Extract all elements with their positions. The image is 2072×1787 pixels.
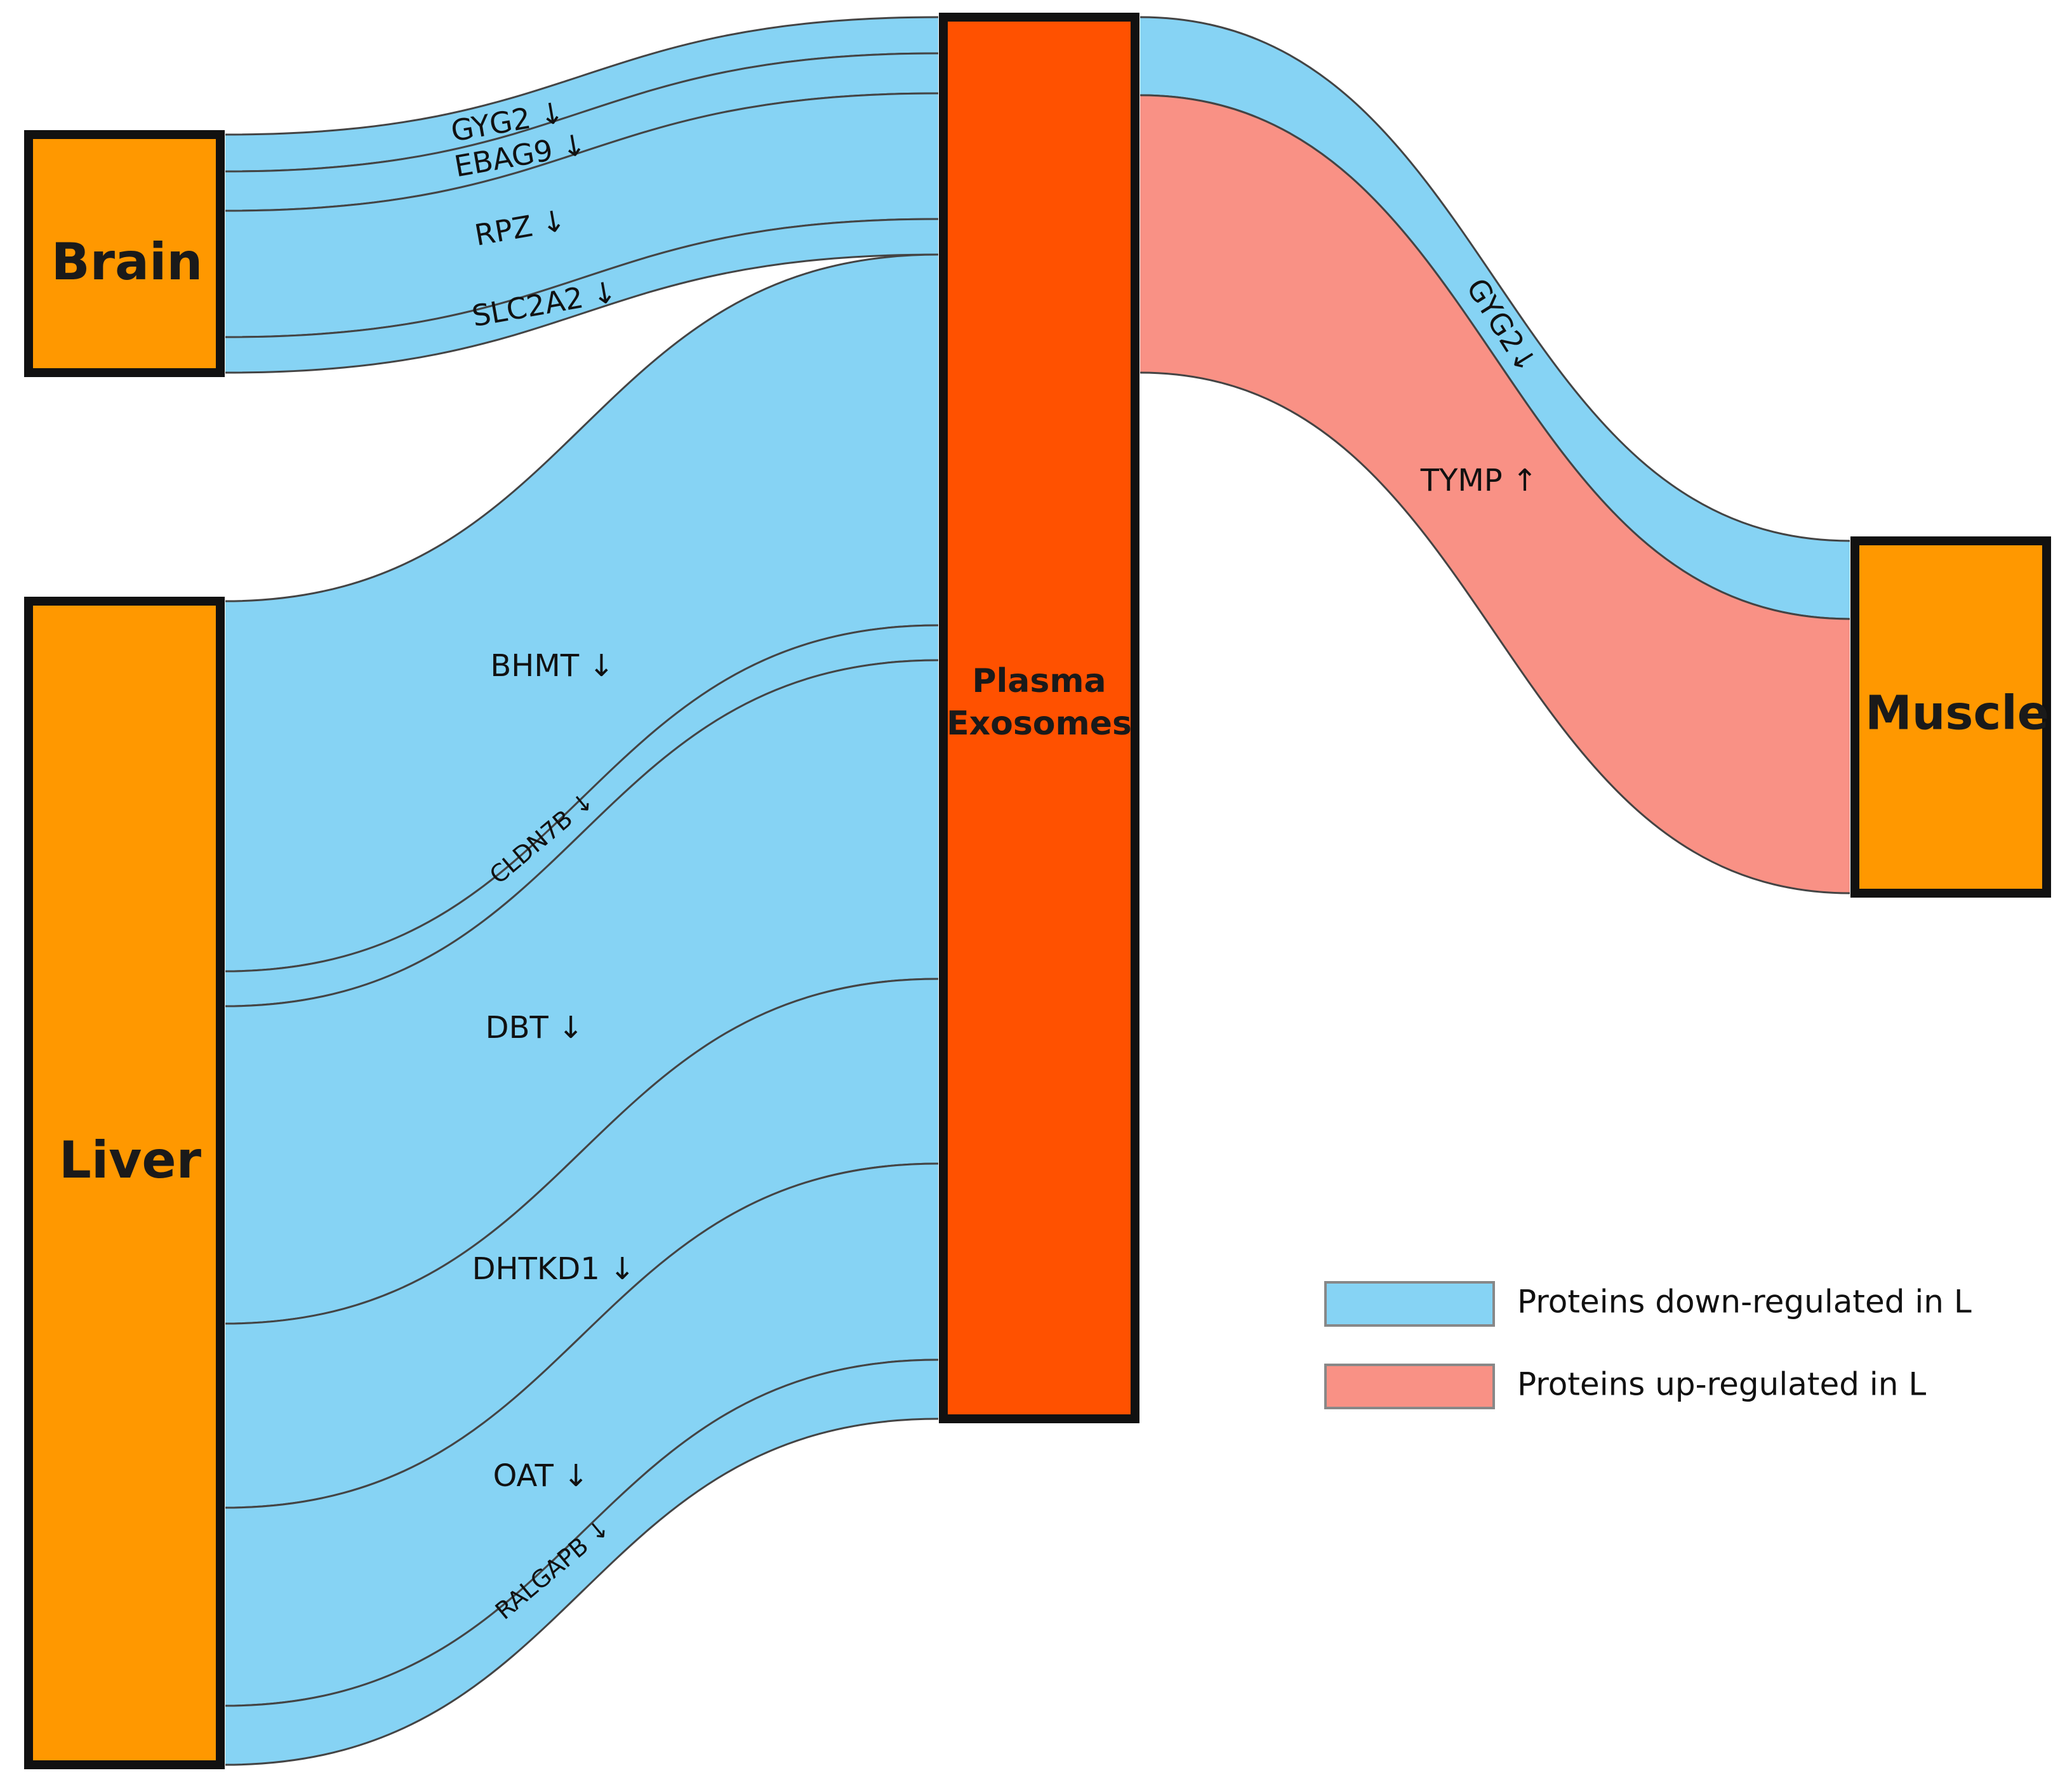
flow-band-6 — [225, 625, 938, 1006]
flow-edge-2-top — [225, 52, 939, 173]
flow-edge-4-bottom — [225, 253, 939, 374]
flow-edge-6-top — [225, 624, 939, 973]
flow-label-12: TYMP ↑ — [1420, 463, 1537, 498]
flow-band-9 — [225, 1164, 938, 1706]
flows — [225, 16, 1850, 1766]
flow-band-2 — [225, 53, 938, 211]
liver-label: Liver — [59, 1131, 202, 1190]
brain-node — [24, 130, 225, 377]
legend-label-up: Proteins up-regulated in L — [1517, 1366, 1926, 1403]
flow-band-10 — [225, 1360, 938, 1765]
flow-edge-7-top — [225, 659, 939, 1007]
flow-edge-12-bottom — [1139, 371, 1850, 894]
flow-edge-1-top — [225, 16, 939, 136]
flow-band-3 — [225, 93, 938, 337]
muscle-label: Muscle — [1865, 686, 2049, 741]
flow-edge-8-top — [225, 978, 939, 1325]
brain-label: Brain — [51, 232, 203, 291]
flow-edge-9-top — [225, 1162, 939, 1509]
flow-edge-3-top — [225, 92, 939, 212]
flow-edge-5-top — [225, 253, 939, 602]
plasma-exosomes-node — [939, 13, 1139, 1423]
flow-band-7 — [225, 660, 938, 1324]
plasma-exosomes-label-line1: Plasma — [972, 662, 1106, 700]
flow-edge-12-top — [1139, 94, 1850, 620]
muscle-node — [1850, 536, 2051, 898]
flow-label-7: DBT ↓ — [486, 1010, 584, 1046]
plasma-exosomes-label-line2: Exosomes — [946, 705, 1132, 743]
flow-label-8: DHTKD1 ↓ — [472, 1251, 635, 1287]
flow-edge-4-top — [225, 218, 939, 338]
legend-swatch-up — [1324, 1364, 1495, 1409]
flow-band-11 — [1140, 17, 1850, 619]
flow-label-5: BHMT ↓ — [490, 648, 614, 684]
flow-band-5 — [225, 255, 938, 971]
nodes: Brain Liver Plasma Exosomes Muscle — [24, 13, 2051, 1769]
flow-band-4 — [225, 219, 938, 373]
flow-label-9: OAT ↓ — [493, 1458, 589, 1494]
flow-edge-10-top — [225, 1359, 939, 1707]
legend: Proteins down-regulated in L Proteins up… — [1324, 1281, 1972, 1409]
legend-swatch-down — [1324, 1281, 1495, 1327]
flow-edge-10-bottom — [225, 1418, 939, 1766]
flow-band-8 — [225, 979, 938, 1508]
flow-edge-11-top — [1139, 16, 1850, 542]
legend-label-down: Proteins down-regulated in L — [1517, 1284, 1972, 1320]
flow-band-1 — [225, 17, 938, 171]
flow-band-12 — [1140, 95, 1850, 893]
liver-node — [24, 597, 225, 1769]
